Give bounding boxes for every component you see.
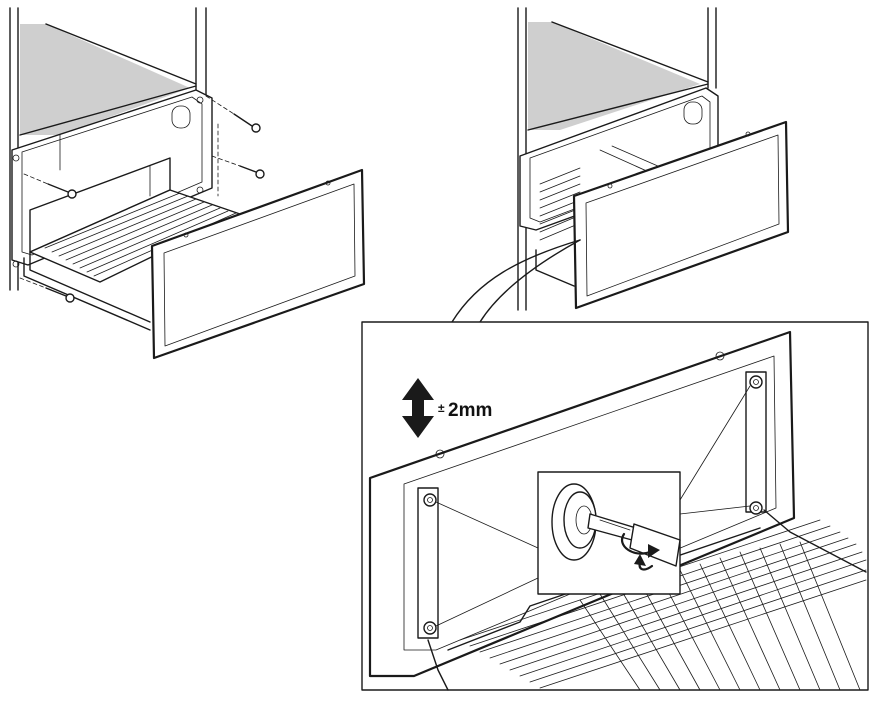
callout-line (479, 239, 581, 323)
detail-view: ± 2mm (361, 321, 869, 691)
screw-icon (205, 95, 261, 133)
screw-icon (551, 483, 597, 561)
up-down-arrow-icon (402, 378, 434, 438)
oven-shadow (20, 24, 190, 135)
left-bracket (417, 487, 439, 639)
screw-icon (23, 173, 77, 199)
rotation-arrow-icon (621, 532, 660, 571)
plus-minus-sign: ± (438, 401, 445, 415)
pointer-lines (435, 385, 751, 627)
right-drawer-front (572, 120, 790, 310)
screw-icon (19, 277, 75, 303)
right-bracket (745, 371, 767, 513)
adjustment-value: 2mm (448, 400, 492, 421)
callout-line (451, 239, 581, 323)
right-figure (517, 7, 790, 311)
screw-icon (211, 155, 265, 179)
oven-shadow (528, 22, 700, 130)
left-figure (9, 7, 366, 360)
left-drawer-front (150, 168, 366, 360)
